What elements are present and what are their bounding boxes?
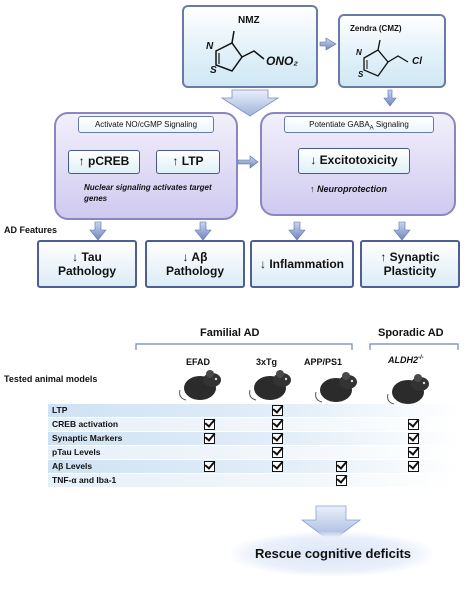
nmz-down-arrow — [220, 89, 280, 117]
checkmark-icon — [204, 461, 215, 472]
table-row-label: LTP — [52, 405, 68, 415]
nmz-s-atom: S — [210, 65, 217, 76]
no-cgmp-mechanism: Activate NO/cGMP Signaling ↑ pCREB ↑ LTP… — [54, 112, 238, 220]
ltp-box: ↑ LTP — [156, 150, 220, 174]
nmz-ono2: ONO₂ — [266, 54, 298, 68]
feature-arrow-4 — [393, 221, 411, 241]
gaba-label-end: Signaling — [373, 120, 409, 129]
checkmark-icon — [272, 461, 283, 472]
checkmark-icon — [272, 447, 283, 458]
table-row: Aβ Levels — [48, 460, 458, 473]
col-efad: EFAD — [186, 357, 211, 367]
tau-feature: ↓ Tau Pathology — [37, 240, 137, 288]
cmz-structure-icon — [363, 39, 409, 77]
nuclear-signaling-note: Nuclear signaling activates target genes — [84, 183, 212, 203]
ad-features-title: AD Features — [4, 225, 58, 235]
feature-arrow-1 — [89, 221, 107, 241]
table-row-label: CREB activation — [52, 419, 119, 429]
table-row-label: Aβ Levels — [52, 461, 93, 471]
aldh-text: ALDH2 — [388, 355, 419, 365]
cmz-box: Zendra (CMZ) N S Cl — [338, 14, 446, 88]
neuroprotection-note: ↑ Neuroprotection — [310, 184, 387, 194]
pcreb-box: ↑ pCREB — [68, 150, 140, 174]
checkmark-icon — [408, 433, 419, 444]
inflammation-feature: ↓ Inflammation — [250, 240, 354, 288]
outcome-glow — [232, 532, 432, 576]
nmz-box: NMZ N S ONO₂ — [182, 5, 318, 88]
gaba-label-sub: A — [369, 125, 374, 132]
outcome-arrow — [300, 505, 362, 543]
checkmark-icon — [408, 419, 419, 430]
familial-ad-label: Familial AD — [200, 327, 260, 339]
table-row-label: pTau Levels — [52, 447, 101, 457]
sporadic-ad-label: Sporadic AD — [378, 327, 444, 339]
table-row: pTau Levels — [48, 446, 458, 459]
synaptic-feature: ↑ Synaptic Plasticity — [360, 240, 460, 288]
sporadic-bracket — [369, 343, 459, 350]
mouse-icon-efad — [179, 370, 221, 401]
cmz-cl: Cl — [412, 56, 422, 67]
nmz-title: NMZ — [238, 15, 260, 26]
gaba-label-main: Potentiate GABA — [309, 120, 370, 129]
nmz-n-atom: N — [206, 41, 214, 52]
cmz-n-atom: N — [356, 48, 362, 57]
checkmark-icon — [336, 461, 347, 472]
table-row: CREB activation — [48, 418, 458, 431]
mouse-icon-aldh2 — [387, 374, 429, 405]
neuro-text: Neuroprotection — [317, 184, 388, 194]
tested-models-label: Tested animal models — [4, 374, 98, 384]
col-aldh2: ALDH2-/- — [388, 355, 424, 365]
table-row: TNF-α and Iba-1 — [48, 474, 458, 487]
cmz-s-atom: S — [358, 70, 364, 79]
familial-bracket — [135, 343, 353, 350]
checkmark-icon — [204, 419, 215, 430]
excitotoxicity-box: ↓ Excitotoxicity — [298, 148, 410, 174]
checkmark-icon — [336, 475, 347, 486]
checkmark-icon — [408, 447, 419, 458]
left-to-right-arrow — [237, 155, 259, 169]
abeta-feature: ↓ Aβ Pathology — [145, 240, 245, 288]
feature-arrow-2 — [194, 221, 212, 241]
checkmark-icon — [408, 461, 419, 472]
aldh-sup: -/- — [418, 355, 424, 361]
cmz-down-arrow — [383, 89, 397, 107]
cmz-title: Zendra (CMZ) — [350, 24, 402, 33]
checkmark-icon — [272, 405, 283, 416]
mouse-icon-app-ps1 — [315, 372, 357, 403]
col-3xtg: 3xTg — [256, 357, 278, 367]
cmz-to-nmz-arrow — [319, 37, 337, 51]
checkmark-icon — [272, 419, 283, 430]
outcome-text: Rescue cognitive deficits — [254, 546, 412, 561]
nmz-structure-icon — [215, 30, 265, 72]
mouse-icon-3xtg — [249, 370, 291, 401]
no-cgmp-label: Activate NO/cGMP Signaling — [78, 116, 214, 133]
table-row-label: Synaptic Markers — [52, 433, 123, 443]
gaba-mechanism: Potentiate GABAA Signaling ↓ Excitotoxic… — [260, 112, 456, 216]
neuro-arrow: ↑ — [310, 184, 318, 194]
table-row: LTP — [48, 404, 458, 417]
checkmark-icon — [204, 433, 215, 444]
checkmark-icon — [272, 433, 283, 444]
col-app-ps1: APP/PS1 — [304, 357, 343, 367]
feature-arrow-3 — [288, 221, 306, 241]
gaba-label: Potentiate GABAA Signaling — [284, 116, 434, 133]
table-row: Synaptic Markers — [48, 432, 458, 445]
table-row-label: TNF-α and Iba-1 — [52, 475, 117, 485]
